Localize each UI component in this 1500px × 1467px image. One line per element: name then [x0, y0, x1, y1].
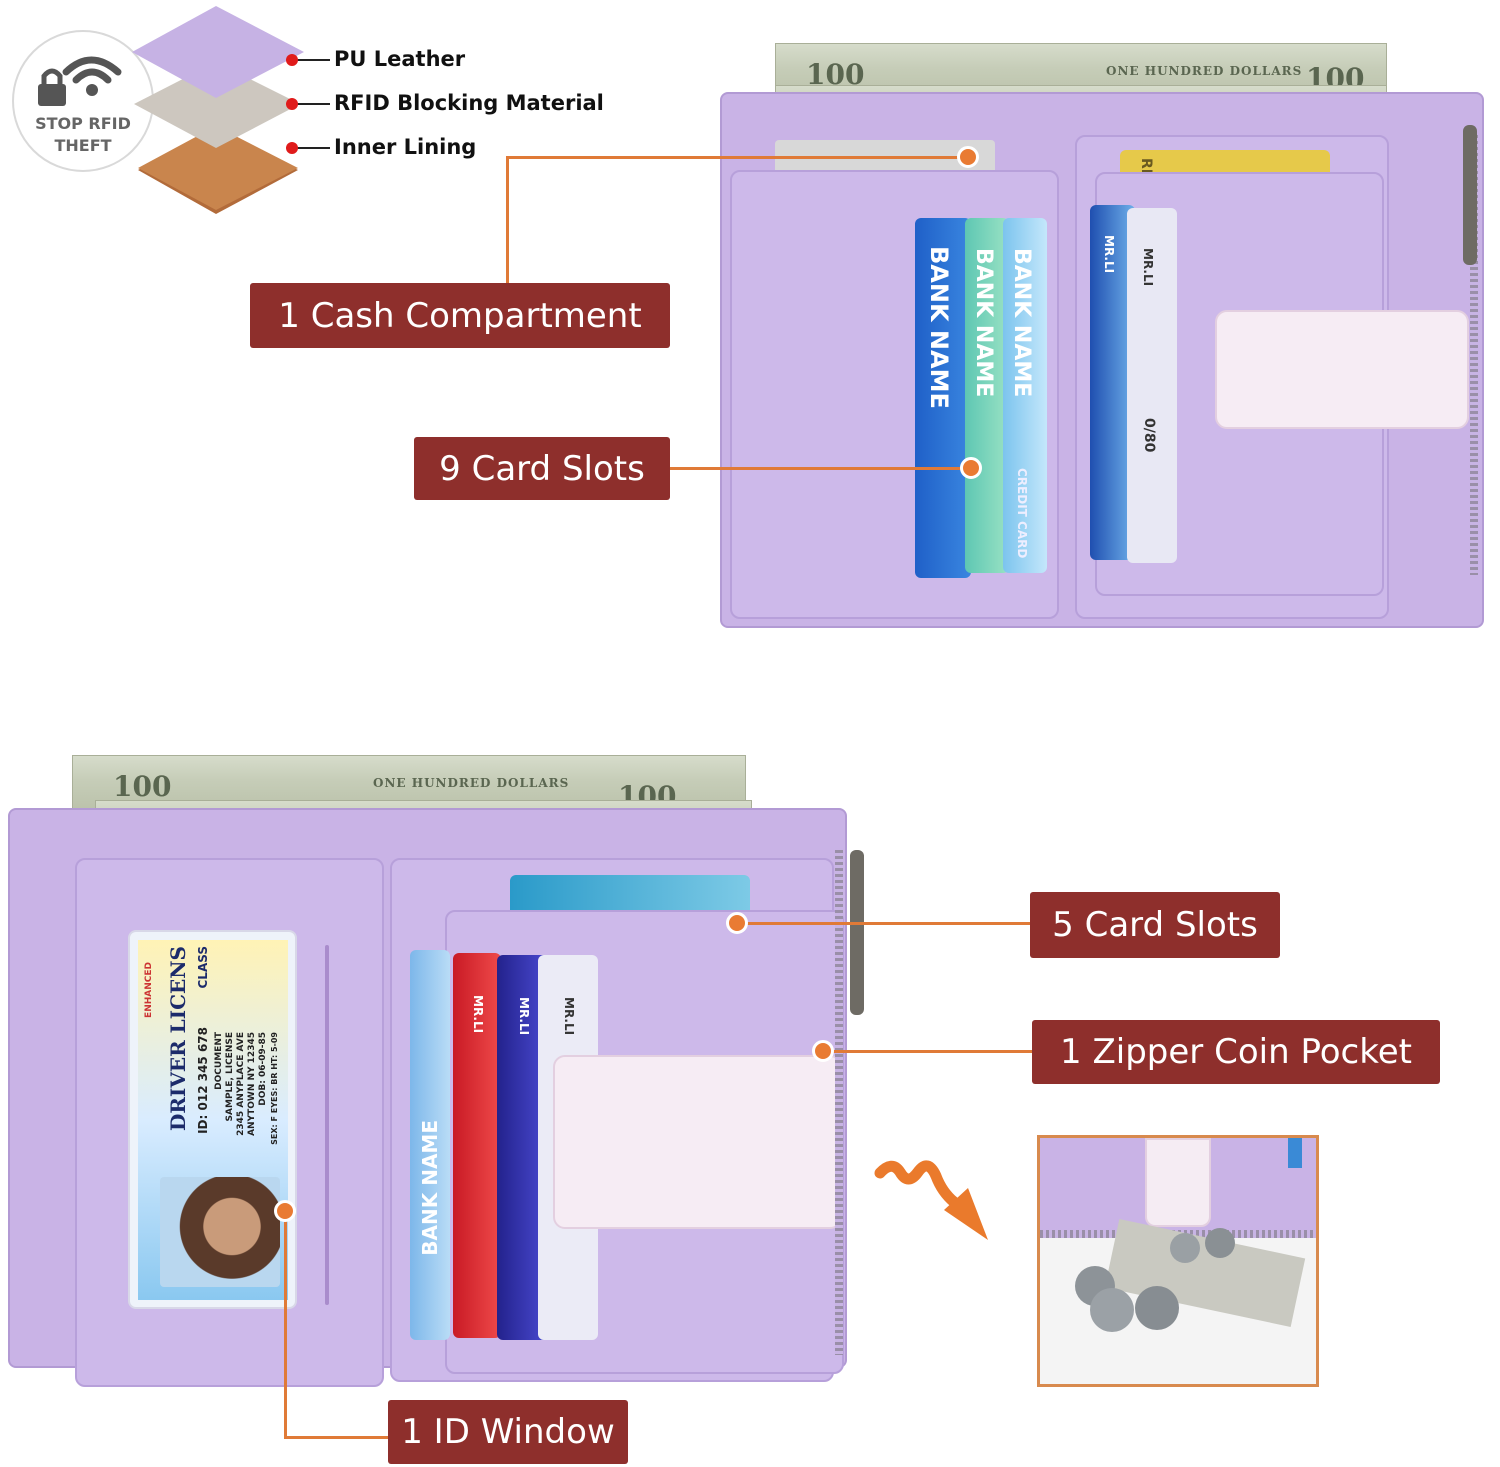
squiggle-arrow-icon: [874, 1160, 988, 1240]
top-wallet: 100 ONE HUNDRED DOLLARS 100 100 ONE HUND…: [715, 40, 1495, 640]
rfid-badge-line2: THEFT: [54, 136, 112, 155]
card-slots-dot: [960, 457, 982, 479]
id-card: MR.LI 0/80: [1127, 208, 1177, 563]
snap-strap[interactable]: [553, 1055, 842, 1229]
callout-zipper-coin-pocket: 1 Zipper Coin Pocket: [1032, 1020, 1440, 1084]
callout-9-card-slots: 9 Card Slots: [414, 437, 670, 500]
rfid-badge: STOP RFID THEFT: [12, 30, 154, 172]
card-text: MR.LI: [517, 997, 531, 1036]
card-text: MR.LI: [1102, 235, 1116, 274]
bank-card: BANK NAME: [915, 218, 971, 578]
license-photo: [160, 1177, 280, 1287]
id-slot-line: [325, 945, 329, 1305]
5-slots-dot: [726, 912, 748, 934]
callout-id-window: 1 ID Window: [388, 1400, 628, 1464]
bank-card: BANK NAME: [410, 950, 450, 1340]
id-window: DRIVER LICENS CLASS ENHANCED ID: 012 345…: [128, 930, 297, 1309]
bottom-wallet: 100 ONE HUNDRED DOLLARS 100 100 ONE HUND…: [0, 750, 880, 1400]
license-line: 2345 ANYPLACE AVE: [236, 1032, 246, 1136]
card-text: 0/80: [1141, 418, 1157, 453]
card-text: MR.LI: [562, 997, 576, 1036]
layer-label-pu-leather: PU Leather: [334, 47, 466, 71]
bill-text: ONE HUNDRED DOLLARS: [1106, 64, 1303, 78]
card-text: MR.LI: [1141, 248, 1155, 287]
license-line: DOCUMENT: [214, 1032, 224, 1090]
snap-strap[interactable]: [1215, 310, 1469, 429]
license-id: ID: 012 345 678: [196, 1027, 210, 1134]
wifi-lock-icon: [38, 56, 122, 106]
coin-pocket-detail: [1037, 1135, 1319, 1387]
zipper[interactable]: [1470, 135, 1478, 575]
license-line: ANYTOWN NY 12345: [247, 1032, 257, 1136]
id-window-dot: [274, 1200, 296, 1222]
card-text: BANK NAME: [971, 248, 996, 398]
card-text: CREDIT CARD: [1015, 468, 1029, 559]
callout-5-card-slots: 5 Card Slots: [1030, 892, 1280, 958]
rfid-badge-line1: STOP RFID: [35, 114, 131, 133]
cash-dot: [957, 146, 979, 168]
layer-label-lining: Inner Lining: [334, 135, 477, 159]
license-dob: DOB: 06-09-85: [258, 1032, 268, 1106]
card-text: BANK NAME: [1009, 248, 1034, 398]
card-text: BANK NAME: [418, 1120, 442, 1256]
zipper-pull[interactable]: [1463, 125, 1477, 265]
license-misc: SEX: F EYES: BR HT: 5-09: [270, 1032, 279, 1145]
license-enhanced: ENHANCED: [144, 962, 154, 1018]
card-text: MR.LI: [471, 995, 485, 1034]
bank-card: BANK NAME: [965, 218, 1009, 573]
license-line: SAMPLE, LICENSE: [225, 1032, 235, 1122]
zipper[interactable]: [835, 850, 843, 1355]
layer-label-rfid: RFID Blocking Material: [334, 91, 604, 115]
callout-cash-compartment: 1 Cash Compartment: [250, 283, 670, 348]
zipper-pull[interactable]: [850, 850, 864, 1015]
material-layers: [128, 0, 308, 225]
license-class: CLASS: [196, 946, 210, 989]
license-title: DRIVER LICENS: [166, 946, 190, 1131]
bank-card: BANK NAME CREDIT CARD: [1003, 218, 1047, 573]
bill-number: 100: [113, 770, 172, 803]
layers-illustration: [132, 6, 304, 214]
card-text: BANK NAME: [925, 246, 953, 409]
zipper-dot: [812, 1040, 834, 1062]
red-card: MR.LI: [453, 953, 501, 1338]
bill-text: ONE HUNDRED DOLLARS: [373, 776, 570, 790]
